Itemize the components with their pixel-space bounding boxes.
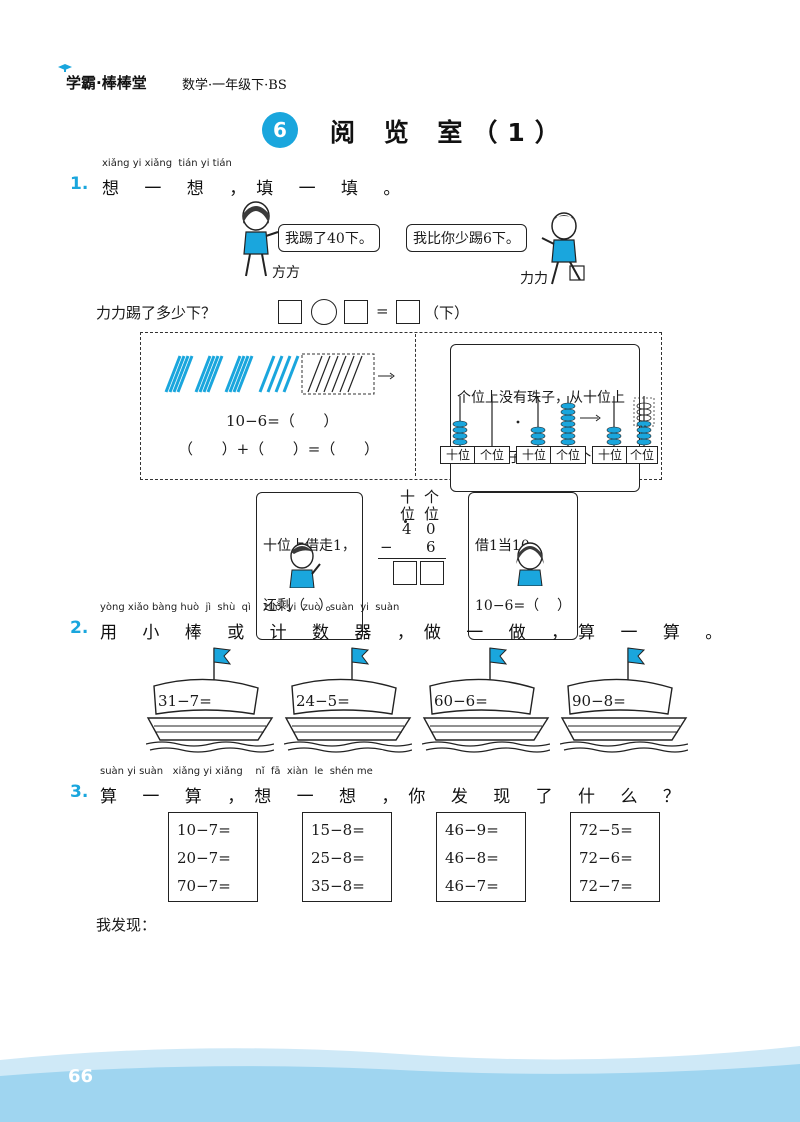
found-label: 我发现： xyxy=(96,916,157,934)
lili-speech-bubble: 我比你少踢6下。 xyxy=(406,224,527,252)
operator-circle[interactable] xyxy=(311,299,337,325)
card-2-line-2: 25−8= xyxy=(311,849,365,867)
vertical-answer-tens[interactable] xyxy=(393,561,417,585)
q2-pinyin: yòng xiǎo bàng huò jì shù qì zuò yi zuò … xyxy=(100,602,400,613)
card-4-line-2: 72−6= xyxy=(579,849,633,867)
vertical-subtrahend: 6 xyxy=(426,538,436,556)
place-ones-3: 个位 xyxy=(626,446,658,464)
boat-4-illustration xyxy=(559,647,689,753)
boat-3-illustration xyxy=(421,647,551,753)
calc-card-4: 72−5= 72−6= 72−7= xyxy=(570,812,660,902)
page-number: 66 xyxy=(68,1066,94,1087)
card-3-line-3: 46−7= xyxy=(445,877,499,895)
card-1-line-3: 70−7= xyxy=(177,877,231,895)
vertical-tens-header-2: 位 xyxy=(400,505,416,523)
card-3-line-1: 46−9= xyxy=(445,821,499,839)
q1-number: 1. xyxy=(70,174,89,194)
vertical-result-line xyxy=(378,558,446,559)
card-4-line-3: 72−7= xyxy=(579,877,633,895)
boat-3: 60−6= xyxy=(421,644,551,756)
boat-2-equation: 24−5= xyxy=(296,692,350,710)
boy-thinking-illustration xyxy=(289,543,321,588)
q1-instruction: 想 一 想 ，填 一 填 。 xyxy=(102,179,411,199)
abacus-note-line-1: 个位上没有珠子，从十位上 xyxy=(457,390,625,406)
boat-4: 90−8= xyxy=(559,644,689,756)
card-2-line-3: 35−8= xyxy=(311,877,365,895)
boat-2: 24−5= xyxy=(283,644,413,756)
boat-1-illustration xyxy=(145,647,275,753)
vertical-ones-header-2: 位 xyxy=(424,505,440,523)
vertical-answer-ones[interactable] xyxy=(420,561,444,585)
q2-number: 2. xyxy=(70,618,89,638)
place-tens-3: 十位 xyxy=(592,446,628,464)
method-frame xyxy=(140,332,662,480)
boy-hint-line-1: 十位上借走1， xyxy=(263,538,356,554)
lesson-title: 阅 览 室（1） xyxy=(330,118,570,147)
boat-4-equation: 90−8= xyxy=(572,692,626,710)
sticks-equation-2: （ ）+（ ）=（ ） xyxy=(178,440,379,458)
borrow-dot xyxy=(404,520,407,523)
answer-box-3[interactable] xyxy=(396,300,420,324)
boy-lili-illustration xyxy=(541,212,585,285)
lesson-number-badge: 6 xyxy=(262,112,298,148)
boat-2-illustration xyxy=(283,647,413,753)
equals-sign: = xyxy=(376,302,389,320)
place-ones-2: 个位 xyxy=(550,446,586,464)
fangfang-name: 方方 xyxy=(272,265,300,281)
boat-3-equation: 60−6= xyxy=(434,692,488,710)
card-1-line-2: 20−7= xyxy=(177,849,231,867)
fangfang-speech-bubble: 我踢了40下。 xyxy=(278,224,380,252)
answer-box-1[interactable] xyxy=(278,300,302,324)
place-tens-1: 十位 xyxy=(440,446,476,464)
q3-instruction: 算 一 算 ，想 一 想 ，你 发 现 了 什 么 ？ xyxy=(100,787,690,807)
footer-wave xyxy=(0,1046,800,1122)
vertical-tens-header: 十 xyxy=(400,488,416,506)
q2-instruction: 用 小 棒 或 计 数 器 ，做 一 做 ，算 一 算 。 xyxy=(100,623,733,643)
card-2-line-1: 15−8= xyxy=(311,821,365,839)
q1-question: 力力踢了多少下？ xyxy=(96,304,217,322)
vertical-minus: − xyxy=(380,538,393,556)
abacus-illustration xyxy=(452,396,655,448)
q3-pinyin: suàn yi suàn xiǎng yi xiǎng nǐ fā xiàn l… xyxy=(100,766,373,777)
counting-sticks-illustration xyxy=(164,353,395,395)
card-4-line-1: 72−5= xyxy=(579,821,633,839)
vertical-top-ones: 0 xyxy=(426,520,436,538)
vertical-top-tens: 4 xyxy=(402,520,412,538)
method-divider xyxy=(415,334,416,476)
abacus-note-bubble: 个位上没有珠子，从十位上 借1个珠子当（ ）个珠子。 xyxy=(450,344,641,492)
graduation-cap-icon xyxy=(58,64,72,72)
boat-1: 31−7= xyxy=(145,644,275,756)
header-subtitle: 数学·一年级下·BS xyxy=(182,78,287,93)
card-3-line-2: 46−8= xyxy=(445,849,499,867)
q3-number: 3. xyxy=(70,782,89,802)
place-ones-1: 个位 xyxy=(474,446,510,464)
calc-card-1: 10−7= 20−7= 70−7= xyxy=(168,812,258,902)
vertical-ones-header: 个 xyxy=(424,488,440,506)
girl-thinking-illustration xyxy=(516,542,544,586)
lili-name: 力力 xyxy=(520,271,548,287)
unit-label: （下） xyxy=(424,304,470,322)
sticks-equation-1: 10−6=（ ） xyxy=(226,412,339,430)
q1-pinyin: xiǎng yi xiǎng tián yi tián xyxy=(102,158,232,169)
girl-hint-line-2: 10−6=（ ） xyxy=(475,598,571,614)
calc-card-3: 46−9= 46−8= 46−7= xyxy=(436,812,526,902)
place-tens-2: 十位 xyxy=(516,446,552,464)
calc-card-2: 15−8= 25−8= 35−8= xyxy=(302,812,392,902)
boy-hint-line-2: 还剩（ ）。 xyxy=(263,598,340,614)
boat-1-equation: 31−7= xyxy=(158,692,212,710)
boy-hint-bubble: 十位上借走1， 还剩（ ）。 xyxy=(256,492,363,640)
girl-fangfang-illustration xyxy=(242,201,279,277)
card-1-line-1: 10−7= xyxy=(177,821,231,839)
answer-box-2[interactable] xyxy=(344,300,368,324)
header-brand: 学霸·棒棒堂 xyxy=(66,74,147,92)
